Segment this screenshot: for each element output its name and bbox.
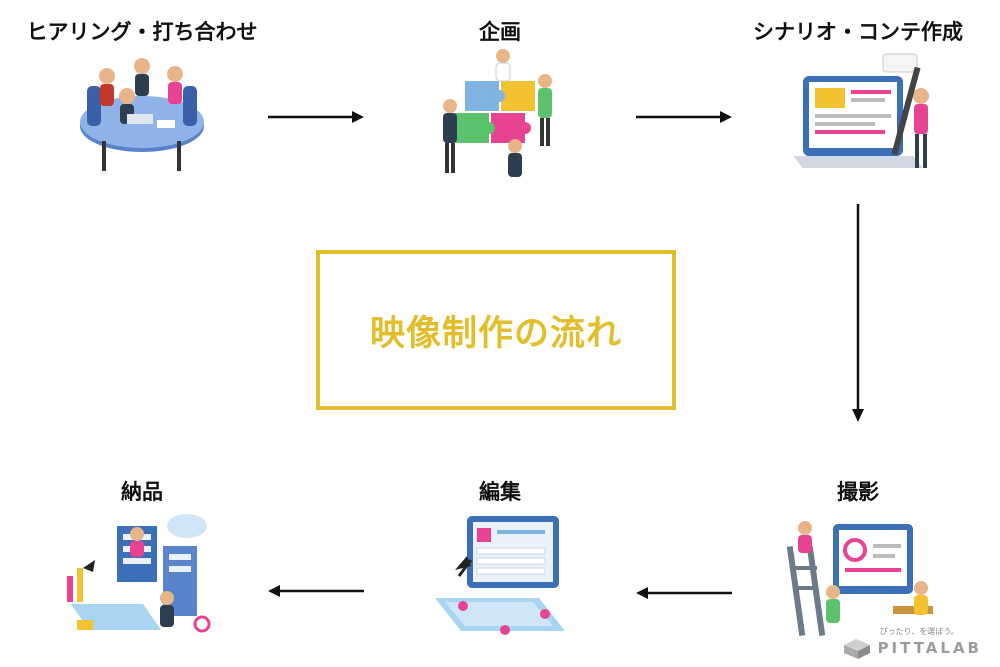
step-editing: 編集: [370, 478, 630, 641]
arrow-right-1: [268, 111, 364, 123]
step-label: 企画: [479, 20, 521, 44]
puzzle-team-illustration: [443, 49, 552, 177]
delivery-illustration: [67, 514, 211, 633]
step-scenario: シナリオ・コンテ作成: [728, 18, 988, 181]
step-delivery: 納品: [12, 478, 272, 641]
arrow-left-1: [636, 587, 732, 599]
step-shooting: 撮影: [728, 478, 988, 641]
logo-name: PITTALAB: [877, 639, 982, 657]
step-label: 納品: [121, 480, 163, 504]
step-label: 撮影: [837, 480, 879, 504]
step-label: シナリオ・コンテ作成: [753, 20, 963, 44]
meeting-illustration: [80, 58, 204, 171]
step-hearing: ヒアリング・打ち合わせ: [12, 18, 272, 176]
editing-laptop-illustration: [435, 516, 565, 635]
pittalab-logo: ぴったり、を選ぼう。 PITTALAB: [842, 626, 982, 659]
arrow-right-2: [636, 111, 732, 123]
shooting-illustration: [786, 521, 933, 636]
step-planning: 企画: [370, 18, 630, 181]
center-title-box: 映像制作の流れ: [316, 250, 676, 410]
arrow-left-2: [268, 585, 364, 597]
logo-tagline: ぴったり、を選ぼう。: [879, 627, 959, 636]
step-label: ヒアリング・打ち合わせ: [26, 20, 258, 44]
logo-mark-icon: [843, 639, 870, 659]
storyboard-illustration: [793, 53, 929, 168]
arrow-down: [852, 204, 864, 422]
step-label: 編集: [479, 480, 521, 504]
center-title: 映像制作の流れ: [369, 313, 622, 354]
